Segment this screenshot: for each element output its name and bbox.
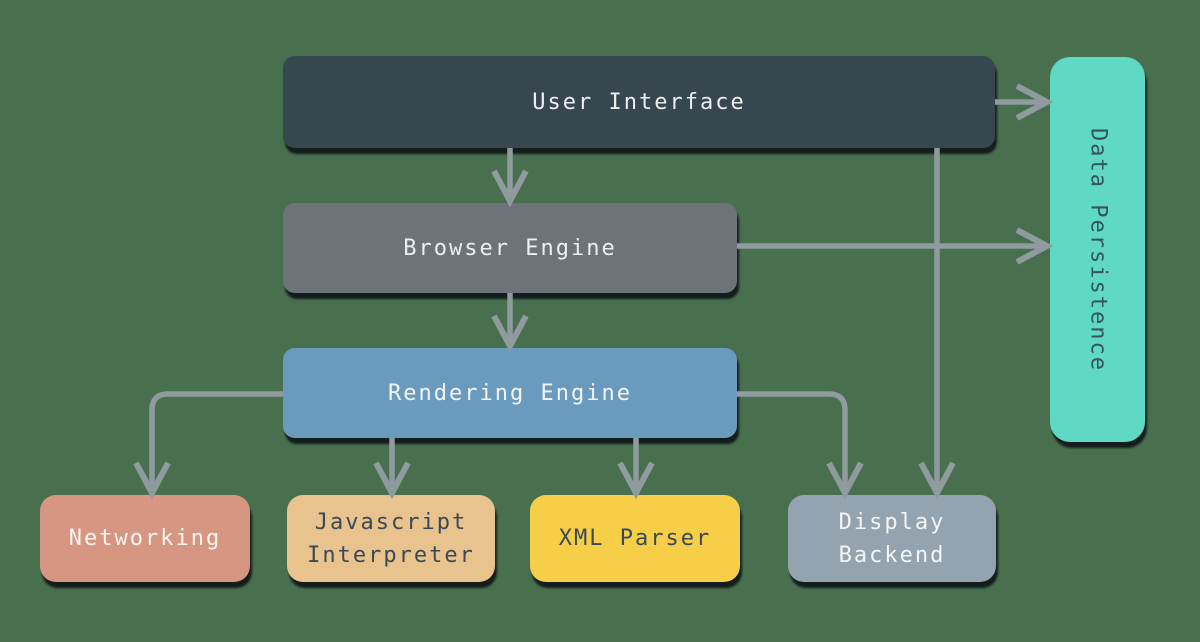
node-rendering-engine: Rendering Engine	[283, 348, 737, 438]
node-label: Rendering Engine	[388, 380, 632, 406]
node-xml-parser: XML Parser	[530, 495, 740, 582]
node-networking: Networking	[40, 495, 250, 582]
node-browser-engine: Browser Engine	[283, 203, 737, 293]
node-label: User Interface	[532, 89, 746, 115]
node-label-line: Display	[838, 509, 946, 535]
node-label: Data Persistence	[1085, 127, 1110, 372]
node-data-persistence: Data Persistence	[1050, 57, 1145, 442]
node-label-line: Backend	[838, 542, 946, 568]
node-label: Browser Engine	[403, 235, 617, 261]
node-label-line: Javascript	[314, 509, 468, 535]
node-user-interface: User Interface	[283, 56, 995, 148]
node-label-line: Interpreter	[307, 542, 475, 568]
node-label: XML Parser	[558, 526, 712, 551]
node-label: Networking	[68, 526, 222, 551]
